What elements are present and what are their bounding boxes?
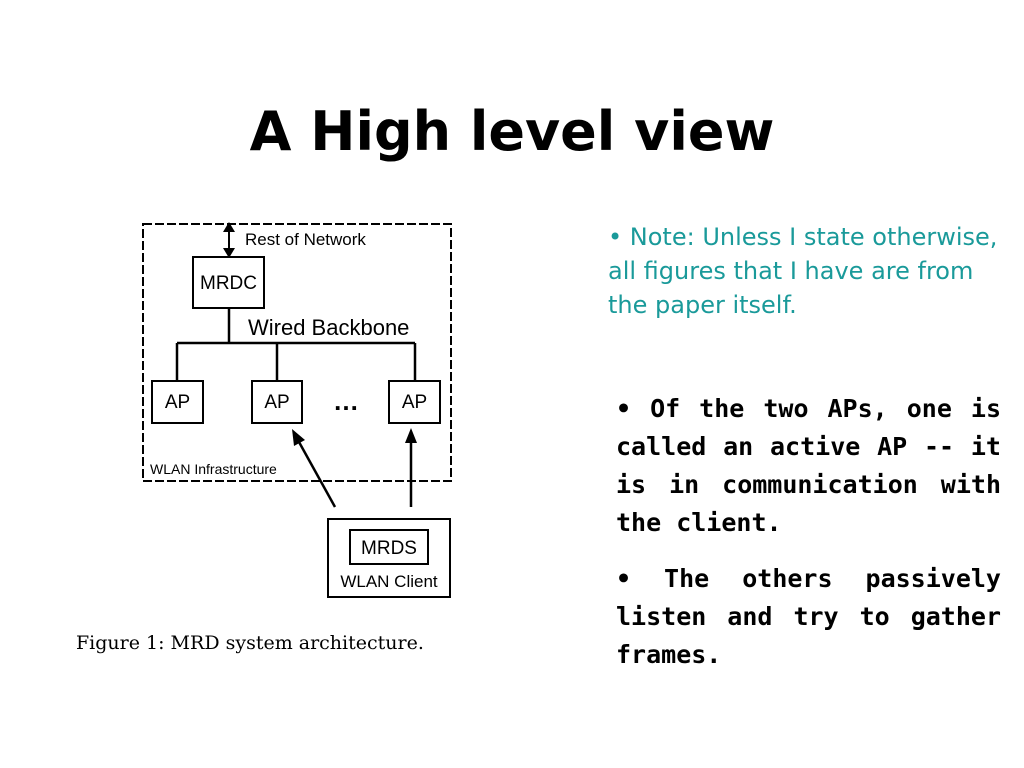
ap-ellipsis: … xyxy=(333,386,359,416)
wlan-infrastructure-label: WLAN Infrastructure xyxy=(150,461,277,477)
ap-box xyxy=(388,380,441,424)
wired-backbone-lines xyxy=(175,308,417,381)
note-text: • Note: Unless I state otherwise, all fi… xyxy=(608,223,998,319)
mrds-label: MRDS xyxy=(361,538,417,559)
bullet-item: • Of the two APs, one is called an activ… xyxy=(616,394,1001,537)
wlan-client-label: WLAN Client xyxy=(340,572,438,591)
slide-title: A High level view xyxy=(249,100,775,163)
ap-box xyxy=(151,380,204,424)
wlan-infrastructure-boundary xyxy=(142,223,452,482)
bullet-list: • Of the two APs, one is called an activ… xyxy=(616,390,1001,692)
ap-label: AP xyxy=(264,392,289,413)
ap-label: AP xyxy=(165,392,190,413)
ap-box xyxy=(251,380,303,424)
mrds-box xyxy=(349,529,429,565)
bullet-item: • The others passively listen and try to… xyxy=(616,564,1001,669)
rest-of-network-double-arrow xyxy=(223,222,235,258)
mrdc-label: MRDC xyxy=(200,273,257,294)
ap-label: AP xyxy=(402,392,427,413)
rest-of-network-label: Rest of Network xyxy=(245,230,366,249)
wired-backbone-label: Wired Backbone xyxy=(248,315,409,340)
client-to-ap-arrow xyxy=(292,429,337,508)
figure-caption: Figure 1: MRD system architecture. xyxy=(76,632,424,654)
client-to-ap-arrow xyxy=(405,428,417,507)
